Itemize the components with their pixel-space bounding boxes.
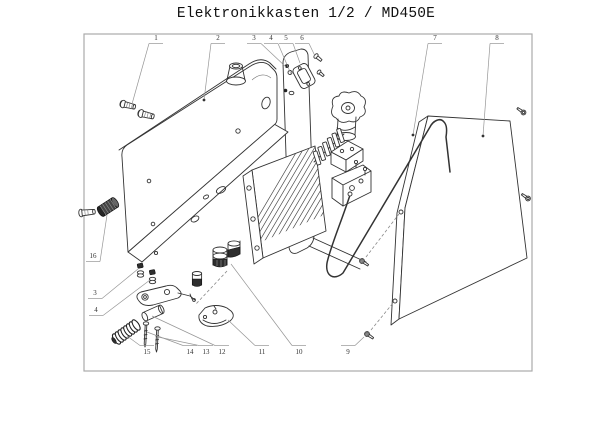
callout-14: 14 bbox=[146, 331, 197, 356]
callout-number: 15 bbox=[144, 348, 152, 356]
callout-number: 14 bbox=[187, 348, 195, 356]
crank-bracket bbox=[136, 284, 196, 306]
right-cover-panel bbox=[365, 115, 528, 331]
relay-block bbox=[330, 140, 364, 173]
callout-number: 16 bbox=[90, 252, 98, 260]
callout-number: 8 bbox=[495, 34, 499, 42]
drawing-frame-border bbox=[83, 33, 533, 372]
callout-number: 7 bbox=[433, 34, 437, 42]
callout-number: 6 bbox=[300, 34, 304, 42]
callout-number: 1 bbox=[154, 34, 158, 42]
callout-number: 4 bbox=[94, 306, 98, 314]
callout-number: 9 bbox=[346, 348, 350, 356]
terminal-strip bbox=[312, 128, 345, 166]
callout-number: 12 bbox=[219, 348, 227, 356]
heatsink bbox=[242, 145, 327, 265]
callout-2: 2 bbox=[202, 34, 225, 102]
spring bbox=[111, 319, 141, 345]
cover-screws bbox=[119, 99, 155, 120]
callout-9: 9 bbox=[341, 336, 365, 356]
callout-number: 2 bbox=[216, 34, 220, 42]
left-edge-screw bbox=[78, 208, 96, 218]
cover-bung bbox=[226, 62, 246, 86]
callout-12: 12 bbox=[151, 315, 229, 356]
drawing-title: Elektronikkasten 1/2 / MD450E bbox=[176, 6, 436, 22]
fan-unit bbox=[331, 91, 366, 141]
callout-number: 5 bbox=[284, 34, 288, 42]
callout-10: 10 bbox=[230, 263, 306, 356]
panel-mounting-screws bbox=[359, 107, 531, 340]
callout-13: 13 bbox=[157, 336, 213, 356]
callout-15: 15 bbox=[126, 335, 154, 356]
callout-number: 3 bbox=[252, 34, 256, 42]
small-cap bbox=[191, 271, 203, 287]
callout-number: 11 bbox=[259, 348, 266, 356]
callout-11: 11 bbox=[227, 319, 269, 356]
front-cover bbox=[118, 59, 289, 263]
callout-3: 3 bbox=[247, 34, 287, 68]
strain-relief-knob bbox=[96, 197, 120, 217]
callout-3: 3 bbox=[88, 268, 139, 299]
callout-16: 16 bbox=[86, 214, 108, 262]
cap-knobs bbox=[212, 240, 241, 268]
callout-1: 1 bbox=[131, 34, 163, 105]
power-cable bbox=[325, 119, 451, 278]
callout-4: 4 bbox=[89, 279, 151, 316]
callout-4: 4 bbox=[264, 34, 292, 75]
hinge-plate bbox=[195, 270, 234, 327]
callout-6: 6 bbox=[295, 34, 316, 57]
cable-bracket bbox=[331, 159, 372, 207]
callout-number: 4 bbox=[269, 34, 273, 42]
callout-5: 5 bbox=[279, 34, 301, 64]
callout-number: 3 bbox=[93, 289, 97, 297]
panel-connector bbox=[283, 53, 325, 96]
callout-7: 7 bbox=[411, 34, 442, 137]
callout-8: 8 bbox=[481, 34, 504, 138]
pin-sleeve bbox=[141, 304, 165, 322]
nut-washer-stacks bbox=[136, 262, 157, 285]
callout-number: 10 bbox=[296, 348, 304, 356]
callout-number: 13 bbox=[203, 348, 211, 356]
